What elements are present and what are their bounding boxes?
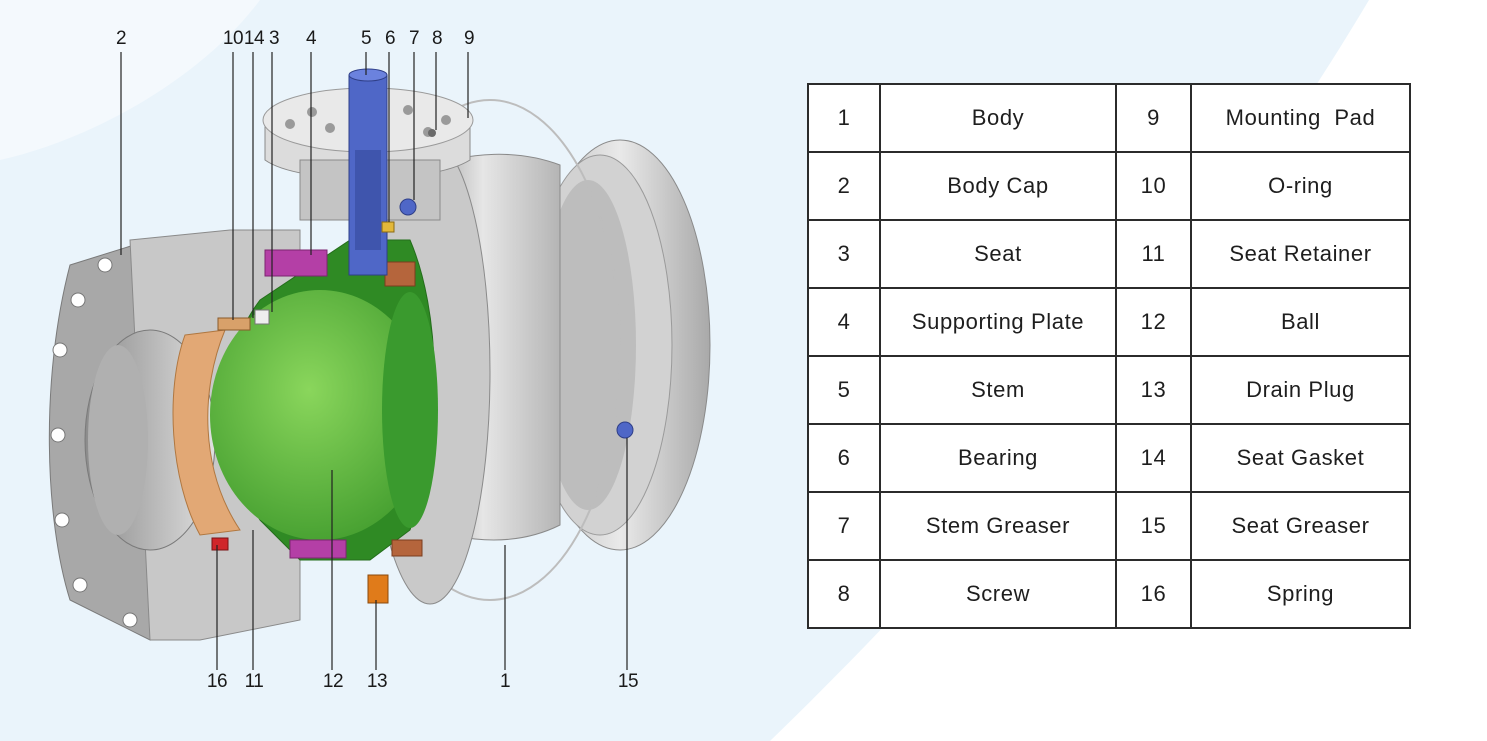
part-name: Spring: [1190, 559, 1411, 629]
callout-8: 8: [431, 28, 443, 49]
part-name: Ball: [1190, 287, 1411, 357]
callout-5: 5: [360, 28, 372, 49]
screw: [428, 129, 436, 137]
seat-gasket: [217, 317, 251, 331]
part-number: 10: [1115, 151, 1192, 221]
table-row: 4 Supporting Plate 12 Ball: [807, 287, 1411, 357]
part-number: 3: [807, 219, 881, 289]
seat-ring: [172, 329, 241, 536]
table-row: 6 Bearing 14 Seat Gasket: [807, 423, 1411, 493]
part-name: Seat Greaser: [1190, 491, 1411, 561]
part-number: 8: [807, 559, 881, 629]
part-name: Mounting Pad: [1190, 83, 1411, 153]
ball-valve-cutaway-illustration: [48, 52, 711, 670]
part-number: 9: [1115, 83, 1192, 153]
callout-14: 14: [243, 28, 265, 49]
callout-7: 7: [408, 28, 420, 49]
right-flange: [527, 139, 711, 551]
part-number: 11: [1115, 219, 1192, 289]
spring: [211, 537, 229, 551]
part-number: 5: [807, 355, 881, 425]
table-row: 1 Body 9 Mounting Pad: [807, 83, 1411, 153]
callout-6: 6: [384, 28, 396, 49]
callout-3: 3: [268, 28, 280, 49]
part-name: Seat Gasket: [1190, 423, 1411, 493]
part-name: Body: [879, 83, 1117, 153]
parts-table: 1 Body 9 Mounting Pad 2 Body Cap 10 O-ri…: [807, 83, 1411, 629]
part-number: 1: [807, 83, 881, 153]
part-name: Drain Plug: [1190, 355, 1411, 425]
callout-9: 9: [463, 28, 475, 49]
table-row: 8 Screw 16 Spring: [807, 559, 1411, 629]
table-row: 3 Seat 11 Seat Retainer: [807, 219, 1411, 289]
part-name: Body Cap: [879, 151, 1117, 221]
stem: [348, 68, 388, 276]
callout-10: 10: [222, 28, 244, 49]
part-number: 4: [807, 287, 881, 357]
leader-lines: [120, 52, 628, 670]
drain-plug: [367, 574, 389, 604]
o-ring: [254, 309, 270, 325]
part-number: 14: [1115, 423, 1192, 493]
callout-12: 12: [322, 671, 344, 692]
seat-retainer-right-bottom: [391, 539, 423, 557]
part-name: Stem: [879, 355, 1117, 425]
seat-greaser: [616, 421, 634, 439]
part-number: 2: [807, 151, 881, 221]
part-number: 7: [807, 491, 881, 561]
supporting-plate-top: [264, 249, 328, 277]
table-row: 5 Stem 13 Drain Plug: [807, 355, 1411, 425]
part-name: Supporting Plate: [879, 287, 1117, 357]
bearing: [381, 221, 395, 233]
part-name: Seat Retainer: [1190, 219, 1411, 289]
callout-1: 1: [499, 671, 511, 692]
callout-2: 2: [115, 28, 127, 49]
seat-retainer-right-top: [384, 261, 416, 287]
callout-11: 11: [244, 671, 264, 692]
ball: [210, 239, 438, 561]
part-name: Seat: [879, 219, 1117, 289]
part-number: 15: [1115, 491, 1192, 561]
supporting-plate-bottom: [289, 539, 347, 559]
part-name: O-ring: [1190, 151, 1411, 221]
callout-4: 4: [305, 28, 317, 49]
part-number: 6: [807, 423, 881, 493]
callout-13: 13: [366, 671, 388, 692]
part-name: Stem Greaser: [879, 491, 1117, 561]
part-number: 12: [1115, 287, 1192, 357]
table-row: 2 Body Cap 10 O-ring: [807, 151, 1411, 221]
callout-16: 16: [206, 671, 228, 692]
part-number: 16: [1115, 559, 1192, 629]
part-name: Bearing: [879, 423, 1117, 493]
callout-15: 15: [617, 671, 639, 692]
part-name: Screw: [879, 559, 1117, 629]
part-number: 13: [1115, 355, 1192, 425]
table-row: 7 Stem Greaser 15 Seat Greaser: [807, 491, 1411, 561]
stem-greaser: [399, 198, 417, 216]
